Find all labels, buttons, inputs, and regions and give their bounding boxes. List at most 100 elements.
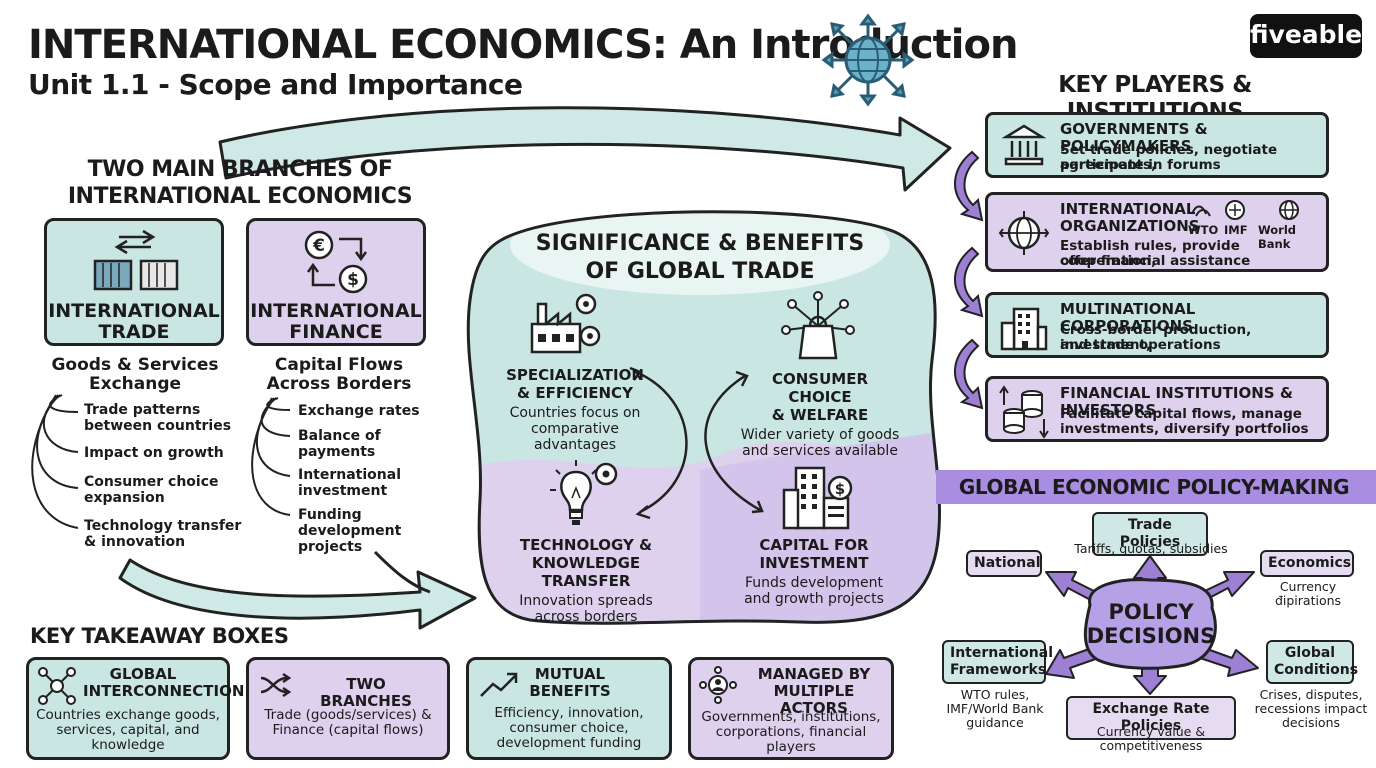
branch-card-finance: € $ INTERNATIONAL FINANCE <box>246 218 426 346</box>
benefit-consumer-desc-1: Wider variety of goods <box>740 427 900 443</box>
policy-note-intl: WTO rules, IMF/World Bank guidance <box>936 688 1054 730</box>
benefit-consumer-choice: CONSUMER CHOICE & WELFARE Wider variety … <box>740 370 900 459</box>
world-bank-logo-icon <box>1279 200 1299 220</box>
benefit-technology-title-1: TECHNOLOGY & <box>519 536 653 554</box>
player-orgs-title-2: ORGANIZATIONS <box>1060 217 1200 235</box>
government-building-icon <box>1001 124 1047 166</box>
world-bank-label: World Bank <box>1258 223 1297 251</box>
benefit-capital-title-2: INVESTMENT <box>759 554 869 572</box>
policy-node-national: National <box>966 550 1042 577</box>
policy-note-intl-2: IMF/World Bank <box>946 701 1044 716</box>
svg-text:$: $ <box>835 480 845 498</box>
trade-item-3-line2: expansion <box>84 490 165 506</box>
player-governments: GOVERNMENTS & POLICYMAKERS Set trade pol… <box>985 112 1329 178</box>
significance-heading-line2: OF GLOBAL TRADE <box>585 259 815 284</box>
player-financial-title: FINANCIAL INSTITUTIONS & INVESTORS <box>1060 384 1293 419</box>
takeaway-two-branches: TWO BRANCHES Trade (goods/services) & Fi… <box>246 657 450 760</box>
player-multinationals-desc-2: and trade operations <box>1060 337 1221 353</box>
finance-label-line2: FINANCE <box>289 321 383 343</box>
takeaway-1-desc-2: services, capital, and <box>56 722 200 738</box>
policy-note-intl-3: guidance <box>966 715 1024 730</box>
takeaway-2-desc-2: Finance (capital flows) <box>272 722 424 738</box>
finance-item-1: Exchange rates <box>298 403 420 419</box>
policy-note-global-3: decisions <box>1281 715 1341 730</box>
branch-card-trade: INTERNATIONAL TRADE <box>44 218 224 346</box>
takeaway-4-desc-1: Governments, institutions, <box>701 709 881 725</box>
takeaway-3-title: MUTUAL BENEFITS <box>525 666 615 700</box>
player-governments-desc-1: Set trade policies, negotiate agreements… <box>1060 142 1278 173</box>
player-multinationals: MULTINATIONAL CORPORATIONS Cross-border … <box>985 292 1329 358</box>
shuffle-arrows-icon <box>260 672 292 698</box>
policy-note-global: Crises, disputes, recessions impact deci… <box>1254 688 1368 730</box>
player-financial-desc-1: Facilitate capital flows, manage <box>1060 406 1302 422</box>
coin-stacks-icon <box>999 385 1049 439</box>
policy-center: POLICY DECISIONS <box>1086 600 1216 648</box>
takeaway-2-title: TWO BRANCHES <box>320 675 412 710</box>
takeaway-1-desc-1: Countries exchange goods, <box>36 707 220 723</box>
finance-item-3-line2: investment <box>298 483 388 499</box>
trade-subtitle-line1: Goods & Services <box>51 355 219 375</box>
finance-item-4-line3: projects <box>298 539 363 555</box>
branches-heading-line1: TWO MAIN BRANCHES OF <box>87 157 393 182</box>
lightbulb-gear-icon <box>550 460 618 525</box>
policy-note-fx-2: competitiveness <box>1099 738 1203 753</box>
takeaway-1-desc-3: knowledge <box>91 737 165 753</box>
player-intl-organizations: INTERNATIONAL ORGANIZATIONS WTO IMF Worl… <box>985 192 1329 272</box>
benefit-specialization-title-1: SPECIALIZATION <box>506 366 644 384</box>
policy-center-line1: POLICY <box>1108 600 1194 624</box>
player-orgs-desc-1: Establish rules, provide cooperation, <box>1060 238 1240 269</box>
policy-note-global-1: Crises, disputes, <box>1259 687 1363 702</box>
benefit-capital: CAPITAL FOR INVESTMENT Funds development… <box>744 536 884 607</box>
player-orgs-title-1: INTERNATIONAL <box>1060 200 1196 218</box>
finance-item-3-line1: International <box>298 467 402 483</box>
policy-node-intl-frameworks: International Frameworks <box>942 640 1053 684</box>
takeaway-3-desc-3: development funding <box>496 735 642 751</box>
finance-subtitle: Capital Flows Across Borders <box>244 356 434 394</box>
trade-item-2: Impact on growth <box>84 445 224 461</box>
finance-item-2-line2: payments <box>298 444 376 460</box>
office-building-icon <box>1000 307 1048 351</box>
svg-text:$: $ <box>347 270 359 290</box>
network-globe-icon <box>998 211 1050 255</box>
actors-network-icon <box>699 666 737 704</box>
takeaway-3-desc: Efficiency, innovation, consumer choice,… <box>475 706 663 751</box>
takeaway-4-desc: Governments, institutions, corporations,… <box>697 710 885 755</box>
policy-note-global-2: recessions impact <box>1254 701 1368 716</box>
buildings-dollar-icon: $ <box>782 466 853 530</box>
player-orgs-desc-2: offer financial assistance <box>1060 253 1251 269</box>
policy-node-global-conditions: Global Conditions <box>1266 640 1359 684</box>
benefit-capital-desc-1: Funds development <box>744 575 884 591</box>
benefit-consumer-title-1: CONSUMER CHOICE <box>771 370 869 406</box>
branches-heading: TWO MAIN BRANCHES OF INTERNATIONAL ECONO… <box>60 156 420 210</box>
benefit-specialization-desc-2: comparative advantages <box>531 421 619 453</box>
player-financial-desc-2: investments, diversify portfolios <box>1060 421 1309 437</box>
policy-node-global-line2: Conditions <box>1274 662 1359 678</box>
takeaway-1-title: GLOBAL INTERCONNECTION <box>83 665 244 700</box>
finance-item-4-line2: development <box>298 523 402 539</box>
policy-heading: GLOBAL ECONOMIC POLICY-MAKING <box>958 475 1350 499</box>
fiveable-logo[interactable]: fiveable <box>1250 14 1362 58</box>
finance-subtitle-line2: Across Borders <box>266 374 412 394</box>
policy-node-trade: Trade Policies <box>1092 512 1208 556</box>
benefit-consumer-title-2: & WELFARE <box>771 406 869 424</box>
branches-heading-line2: INTERNATIONAL ECONOMICS <box>67 184 413 209</box>
trade-item-4-line2: & innovation <box>84 534 186 550</box>
currency-exchange-icon: € $ <box>304 230 368 294</box>
takeaway-1-title-1: GLOBAL <box>109 665 177 683</box>
takeaway-multiple-actors: MANAGED BY MULTIPLE ACTORS Governments, … <box>688 657 894 760</box>
benefit-capital-desc-2: and growth projects <box>744 591 884 607</box>
finance-subtitle-line1: Capital Flows <box>274 355 404 375</box>
page-subtitle: Unit 1.1 - Scope and Importance <box>28 68 523 101</box>
trade-item-4-line1: Technology transfer <box>84 518 242 534</box>
takeaway-2-desc-1: Trade (goods/services) & <box>264 707 432 723</box>
imf-logo-icon <box>1225 200 1245 220</box>
network-nodes-icon <box>38 667 76 705</box>
policy-note-fx-1: Currency value & <box>1096 724 1206 739</box>
finance-label-line1: INTERNATIONAL <box>250 300 422 322</box>
policy-node-exchange-rate: Exchange Rate Policies <box>1066 696 1236 740</box>
